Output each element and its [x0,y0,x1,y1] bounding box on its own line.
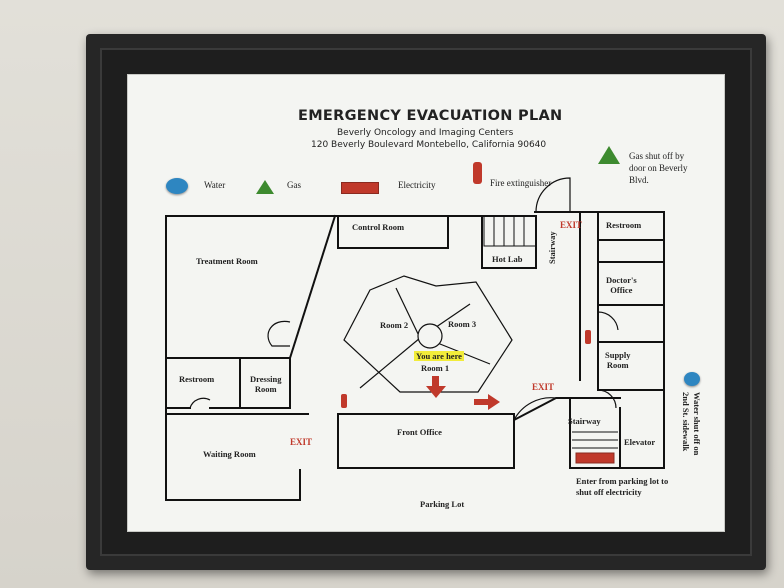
exit-left-sign: EXIT [290,437,313,447]
room-1-label: Room 1 [421,363,450,373]
you-are-here-marker: You are here [414,351,464,361]
elevator-label: Elevator [624,437,656,447]
stairway-top-label: Stairway [547,231,557,264]
restroom-left-label: Restroom [179,374,215,384]
control-room-walls [337,215,449,249]
parking-lot-label: Parking Lot [420,499,465,509]
gas-shutoff-note: Gas shut off by door on Beverly Blvd. [629,151,688,185]
treatment-room-wall [288,214,337,360]
gas-shutoff-icon [598,146,620,164]
plan-title: EMERGENCY EVACUATION PLAN [298,108,563,124]
legend-fire-extinguisher-label: Fire extinguisher [490,178,552,188]
front-office-label: Front Office [397,427,442,437]
plan-address: 120 Beverly Boulevard Montebello, Califo… [311,140,547,150]
plan-subtitle: Beverly Oncology and Imaging Centers [337,128,514,138]
legend-gas-label: Gas [287,180,301,190]
evacuation-plan-paper [127,74,725,532]
gas-icon [256,180,274,194]
front-office-walls [337,413,515,469]
fire-extinguisher-icon [473,162,482,184]
fire-extinguisher-icons [341,330,591,408]
room-2-label: Room 2 [380,320,409,330]
electricity-panel-icon [575,452,615,464]
stairway-bottom-label: Stairway [568,416,601,426]
hot-lab-label: Hot Lab [492,254,523,264]
evacuation-arrows [426,376,500,410]
room-3-label: Room 3 [448,319,477,329]
control-room-label: Control Room [352,222,405,232]
door-arc-top-right [535,177,571,213]
legend-water-label: Water [204,180,226,190]
water-shutoff-icon [684,372,700,386]
exit-top-right-sign: EXIT [560,220,583,230]
outer-wall-left [165,215,301,501]
treatment-room-label: Treatment Room [196,256,258,266]
restroom-right-label: Restroom [606,220,642,230]
waiting-room-label: Waiting Room [203,449,256,459]
exit-middle-sign: EXIT [532,382,555,392]
legend-electricity-label: Electricity [398,180,436,190]
water-icon [166,178,188,194]
central-rooms-outline [343,275,513,393]
electricity-icon [341,182,379,194]
